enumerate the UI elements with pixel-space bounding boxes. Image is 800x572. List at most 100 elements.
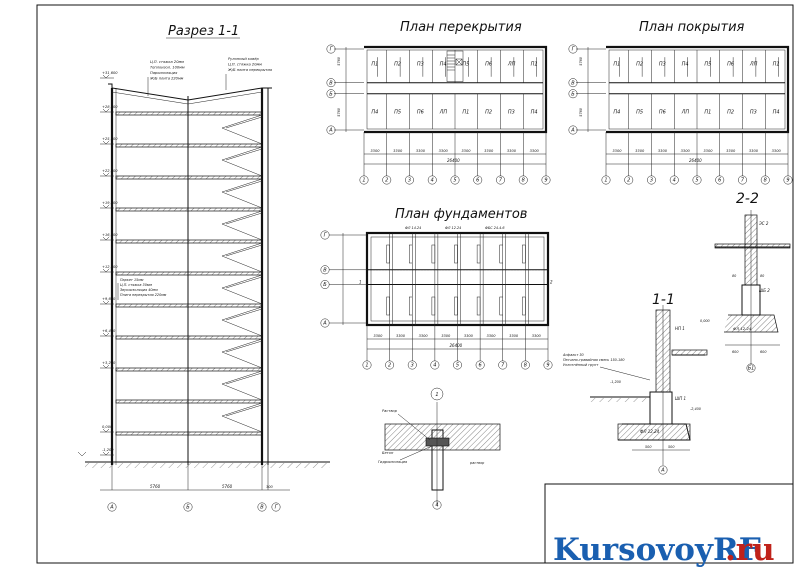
axis-v-label: Б (329, 91, 333, 97)
floor-plan: П1П4П2П5П3П6П4ЛПП5П1П6П2ЛПП3П1П413300233… (326, 44, 551, 185)
floor-slab (115, 271, 263, 276)
detail-mark: ШБ 2 (759, 288, 770, 293)
dim-label: 500 (668, 445, 674, 449)
section-marker: 1 (359, 280, 362, 285)
floor-slab (115, 111, 263, 116)
foundation-block (454, 244, 458, 264)
dim-label: 3300 (703, 149, 713, 153)
roof-note-right: Ж/Б плита перекрытия (227, 68, 273, 72)
floor-slab (714, 243, 791, 249)
axis-h-label: 9 (544, 178, 547, 184)
stair-flight (221, 178, 263, 209)
foundation-block (431, 244, 436, 264)
axis-v-label: Г (324, 233, 328, 239)
foundation-block (522, 244, 526, 264)
level-label: +9,600 (102, 297, 116, 301)
dim-label: 5760 (579, 108, 583, 117)
axis-a-label: А (109, 505, 114, 511)
ground-hatch (85, 463, 330, 468)
foundation-block (522, 296, 526, 316)
detail-1-1-title: 1-1 (652, 292, 675, 308)
axis-h-label: 9 (786, 178, 789, 184)
slab-mark: П1 (371, 62, 378, 68)
stair-flight (221, 210, 263, 241)
foundation-block (476, 296, 481, 316)
stair-flight (221, 306, 263, 337)
roof-note-right: Рулонный ковёр (228, 57, 260, 61)
slab-mark: П4 (371, 109, 378, 115)
stair-box (446, 50, 464, 82)
stair-flight (221, 114, 263, 145)
axis-h (669, 175, 679, 185)
axis-h-label: 2 (627, 178, 630, 184)
leader (599, 366, 651, 381)
axis-v (568, 44, 578, 54)
floor-note: Паркет 15мм (120, 278, 144, 282)
axis-h-label: 7 (741, 178, 745, 184)
dim-label: 3300 (509, 334, 519, 338)
dim-label: 3300 (464, 334, 474, 338)
dim-label: 3300 (726, 149, 736, 153)
axis-h-label: 4 (433, 363, 436, 369)
axis-v (326, 125, 336, 135)
stair-flight-inner (225, 276, 263, 289)
foundation-block (431, 296, 436, 316)
axis-v-label: Б (571, 91, 575, 97)
dim-label: 3300 (530, 149, 540, 153)
stair-flight-inner (225, 212, 263, 225)
dim-label: 3300 (370, 149, 380, 153)
level-label: +31,600 (102, 71, 118, 75)
ground-mark (77, 451, 87, 457)
stair-flight-inner (225, 116, 263, 129)
detail-axis-label: А (660, 468, 665, 474)
dim-label: 5760 (150, 484, 161, 489)
axis-a (107, 502, 117, 512)
roof-line-inner (111, 91, 263, 105)
stair-flight-inner (225, 404, 263, 417)
floor-slab (115, 207, 263, 212)
foundation-block (409, 296, 413, 316)
axis-b-label: Б (186, 505, 190, 511)
level-mark (102, 451, 110, 456)
axis-h-label: 1 (604, 178, 607, 184)
dim-label: 3300 (484, 149, 494, 153)
axis-h (518, 175, 528, 185)
axis-v-label: В (329, 80, 333, 86)
axis-h-label: 6 (718, 178, 721, 184)
axis-h-label: 5 (456, 363, 459, 369)
sheet-frame (36, 4, 794, 564)
axis-h (385, 360, 395, 370)
dim-label: 500 (645, 445, 651, 449)
dim-total-label: 26400 (450, 343, 463, 348)
axis-h-label: 2 (388, 363, 391, 369)
axis-v (568, 125, 578, 135)
axis-h (407, 360, 417, 370)
dim-label: 3300 (681, 149, 691, 153)
level-label: +12,800 (102, 265, 118, 269)
sec11-note: Песчано-гравийная смесь 150-180 (563, 358, 625, 362)
dim-label: 300 (266, 485, 273, 489)
level-label: +25,600 (102, 137, 118, 141)
stair-flight-inner (225, 244, 263, 257)
axis-h (738, 175, 747, 185)
foundation-slab-hatch (617, 423, 691, 441)
axis-v-label: А (570, 128, 575, 134)
axis-v (257, 502, 267, 512)
slab-mark: ЛП (507, 62, 516, 68)
axis-h-label: 4 (673, 178, 676, 184)
axis-h-label: 4 (431, 178, 434, 184)
dim-label: 3300 (419, 334, 429, 338)
level-label: +19,200 (102, 201, 118, 205)
watermark: KursovoyRF .ru (553, 530, 798, 572)
foundation-note: ФЛ 14.24 (405, 226, 421, 230)
stair-flight-inner (225, 148, 263, 161)
foundation-block (409, 244, 413, 264)
floor-slab (115, 399, 263, 404)
section-title: Разрез 1-1 (168, 24, 239, 39)
axis-v-label: А (322, 321, 327, 327)
floor-slab (115, 303, 263, 308)
foundation-block (386, 244, 390, 264)
